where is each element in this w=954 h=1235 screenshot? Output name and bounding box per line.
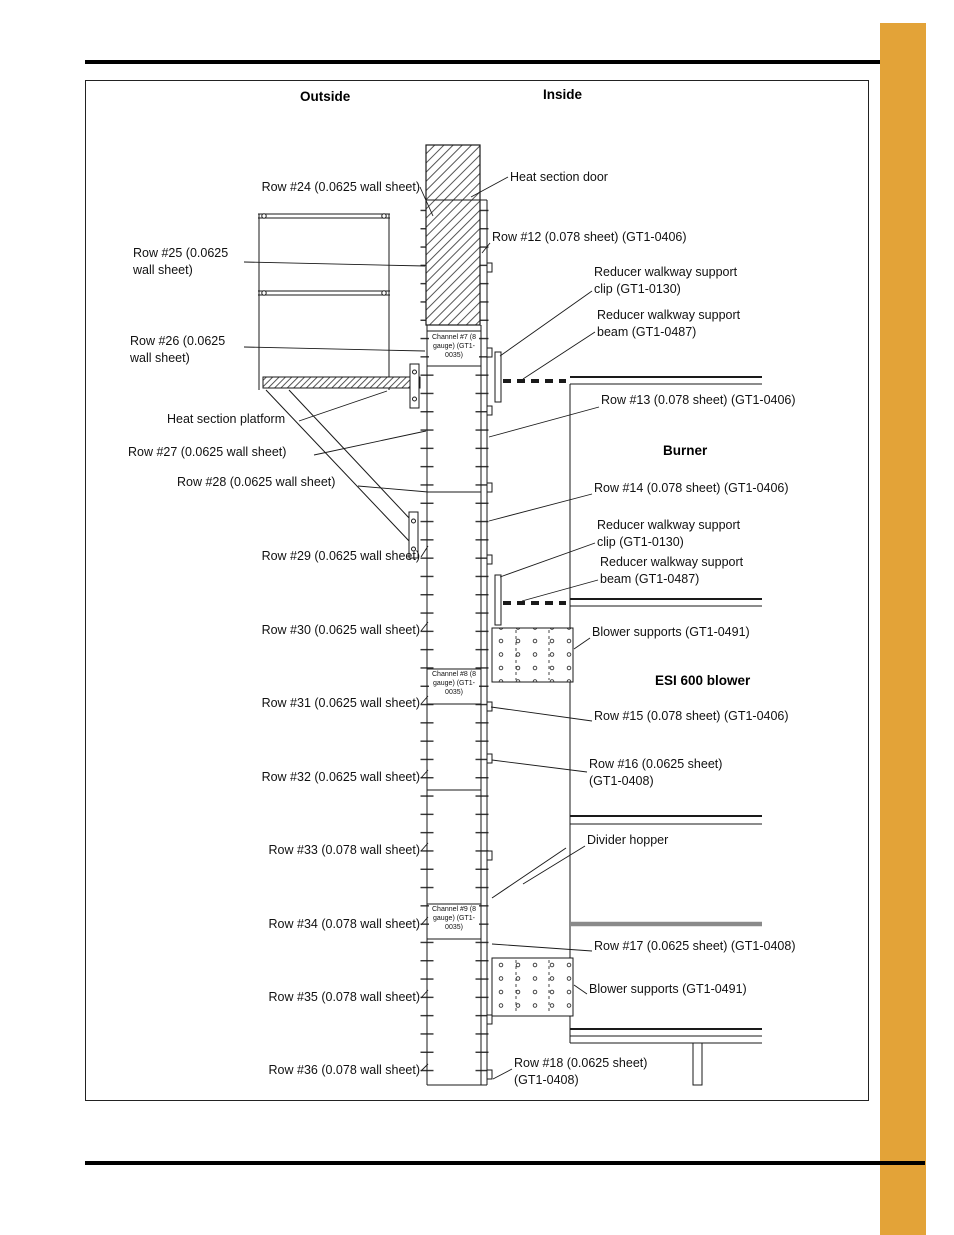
label-row-30: Row #30 (0.0625 wall sheet)	[261, 623, 420, 637]
outside-header: Outside	[300, 89, 351, 104]
label-channel-8: Channel #8 (8 gauge) (GT1-0035)	[429, 670, 479, 698]
tower	[420, 144, 493, 1086]
label-row-12: Row #12 (0.078 sheet) (GT1-0406)	[492, 230, 687, 244]
label-divider-hopper: Divider hopper	[587, 833, 669, 847]
label-reducer-clip-2: Reducer walkway support clip (GT1-0130)	[597, 518, 741, 549]
label-row-33: Row #33 (0.078 wall sheet)	[268, 843, 420, 857]
blower-supports-boxes	[491, 627, 574, 1017]
reducer-walkways-shape	[494, 351, 762, 626]
inner-structure-shape	[491, 384, 762, 1086]
label-row-13: Row #13 (0.078 sheet) (GT1-0406)	[601, 393, 796, 407]
label-row-34: Row #34 (0.078 wall sheet)	[268, 917, 420, 931]
label-blower-supports-1: Blower supports (GT1-0491)	[592, 625, 750, 639]
label-row-32: Row #32 (0.0625 wall sheet)	[261, 770, 420, 784]
label-row-15: Row #15 (0.078 sheet) (GT1-0406)	[594, 709, 789, 723]
heat-section-door-shape	[425, 144, 481, 326]
label-channel-7: Channel #7 (8 gauge) (GT1-0035)	[429, 333, 479, 361]
label-row-35: Row #35 (0.078 wall sheet)	[268, 990, 420, 1004]
label-reducer-beam-2: Reducer walkway support beam (GT1-0487)	[600, 555, 744, 586]
accent-bar	[880, 23, 926, 1235]
label-row-17: Row #17 (0.0625 sheet) (GT1-0408)	[594, 939, 796, 953]
label-row-31: Row #31 (0.0625 wall sheet)	[261, 696, 420, 710]
label-row-24: Row #24 (0.0625 wall sheet)	[261, 180, 420, 194]
label-reducer-clip-1: Reducer walkway support clip (GT1-0130)	[594, 265, 738, 296]
label-heat-section-platform: Heat section platform	[167, 412, 286, 426]
label-row-36: Row #36 (0.078 wall sheet)	[268, 1063, 420, 1077]
label-row-16: Row #16 (0.0625 sheet) (GT1-0408)	[589, 757, 723, 788]
label-row-14: Row #14 (0.078 sheet) (GT1-0406)	[594, 481, 789, 495]
label-row-28: Row #28 (0.0625 wall sheet)	[177, 475, 336, 489]
divider-hopper-line	[491, 847, 567, 899]
label-heat-section-door: Heat section door	[510, 170, 608, 184]
support-leg	[692, 1042, 703, 1086]
label-row-26: Row #26 (0.0625 wall sheet)	[130, 334, 226, 365]
label-reducer-beam-1: Reducer walkway support beam (GT1-0487)	[597, 308, 741, 339]
label-row-18: Row #18 (0.0625 sheet) (GT1-0408)	[514, 1056, 648, 1087]
burner-header: Burner	[663, 443, 708, 458]
inside-header: Inside	[543, 87, 583, 102]
label-blower-supports-2: Blower supports (GT1-0491)	[589, 982, 747, 996]
label-row-27: Row #27 (0.0625 wall sheet)	[128, 445, 287, 459]
label-row-25: Row #25 (0.0625 wall sheet)	[133, 246, 229, 277]
bottom-rule	[85, 1161, 925, 1165]
esi-blower-header: ESI 600 blower	[655, 673, 751, 688]
leader-lines	[243, 176, 600, 1080]
label-channel-9: Channel #9 (8 gauge) (GT1-0035)	[429, 905, 479, 933]
heat-section-platform-shape	[258, 213, 421, 559]
label-row-29: Row #29 (0.0625 wall sheet)	[261, 549, 420, 563]
top-rule	[85, 60, 925, 64]
